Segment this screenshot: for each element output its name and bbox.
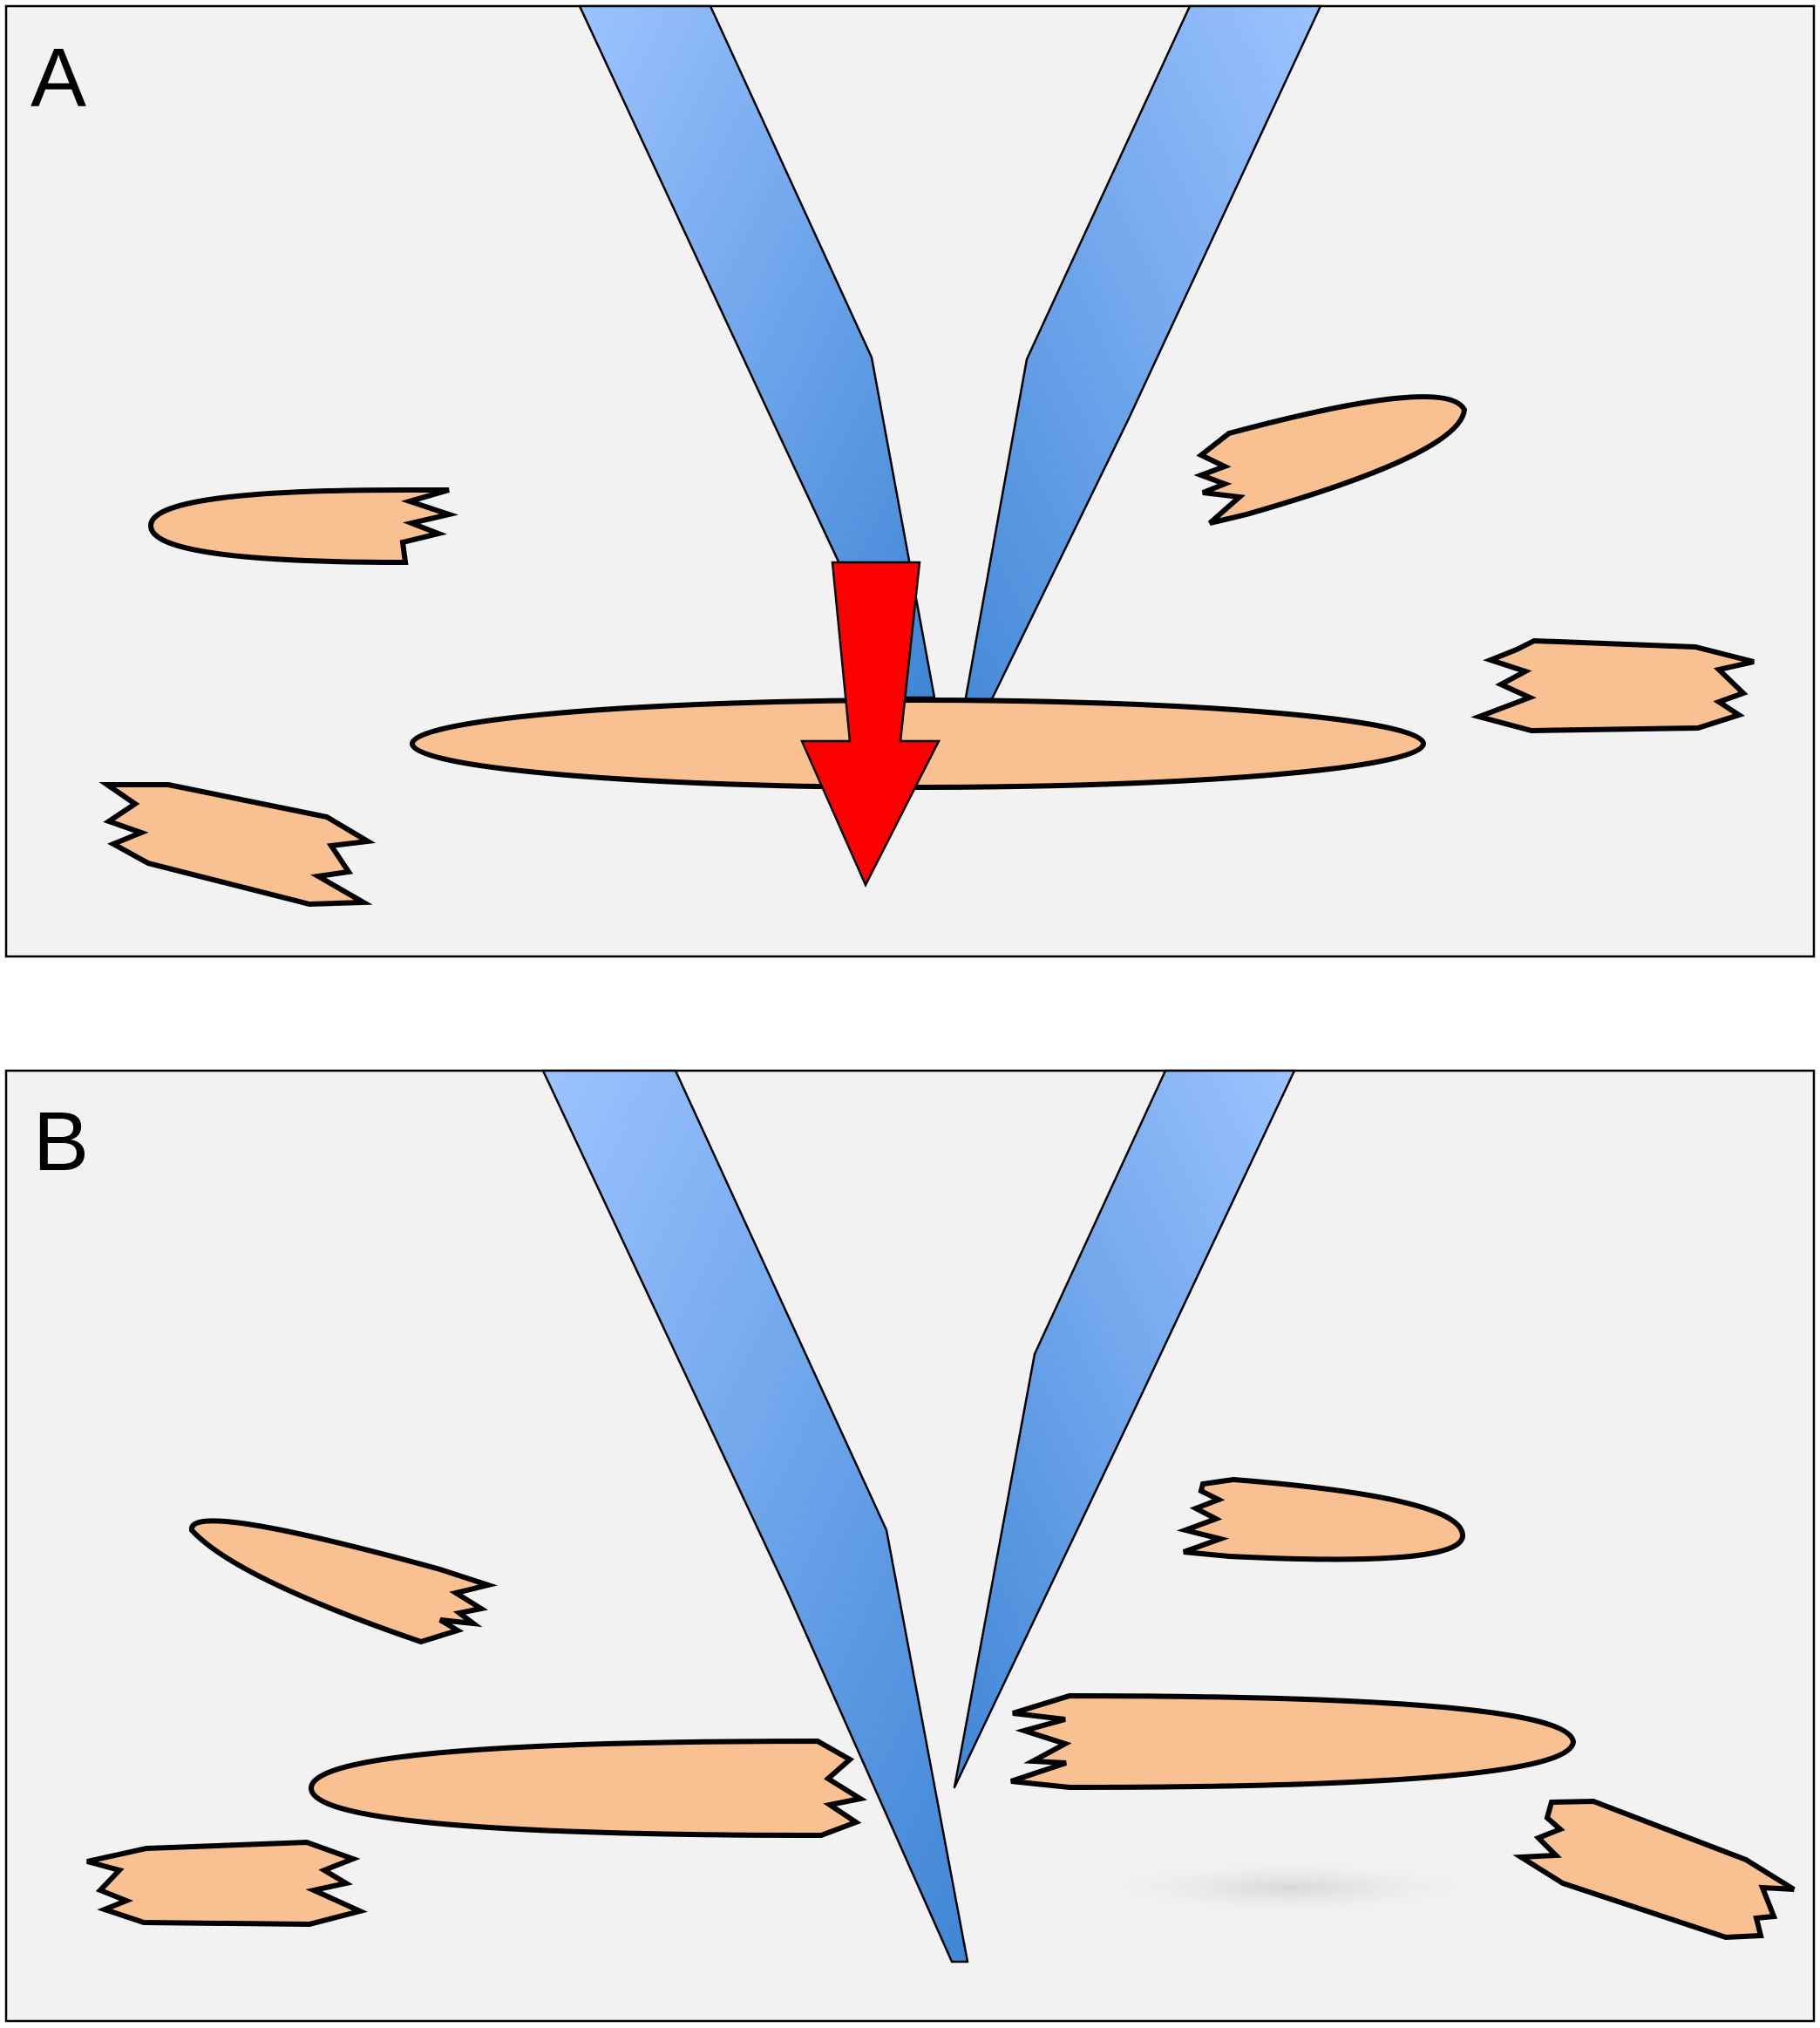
panel-b xyxy=(4,1069,1816,2023)
fibre-fragment-center-right xyxy=(1010,1692,1577,1791)
fibre-fragment-upper-right xyxy=(1176,1476,1466,1562)
needle-left-icon xyxy=(541,1069,969,1963)
fibre-fragment-upper-right xyxy=(1193,394,1468,526)
panel-a-label: A xyxy=(31,31,87,125)
needle-left-icon xyxy=(578,4,936,699)
shadow-blob xyxy=(1072,1857,1508,1918)
fibre-fragment-upper-left xyxy=(189,1518,498,1645)
panel-b-label: B xyxy=(33,1095,90,1188)
fibre-fragment-lower-right xyxy=(1512,1798,1796,1941)
fibre-fragment-center-left xyxy=(308,1738,868,1839)
fibre-fragment-right-middle xyxy=(1470,637,1755,734)
fibre-fragment-lower-left xyxy=(98,782,377,908)
needle-right-icon xyxy=(953,1069,1296,1789)
fibre-fragment-upper-left xyxy=(147,487,459,566)
fibre-fragment-lower-left xyxy=(86,1839,368,1928)
needle-right-icon xyxy=(948,4,1322,786)
panel-a xyxy=(4,4,1816,958)
down-arrow-icon xyxy=(800,561,941,888)
